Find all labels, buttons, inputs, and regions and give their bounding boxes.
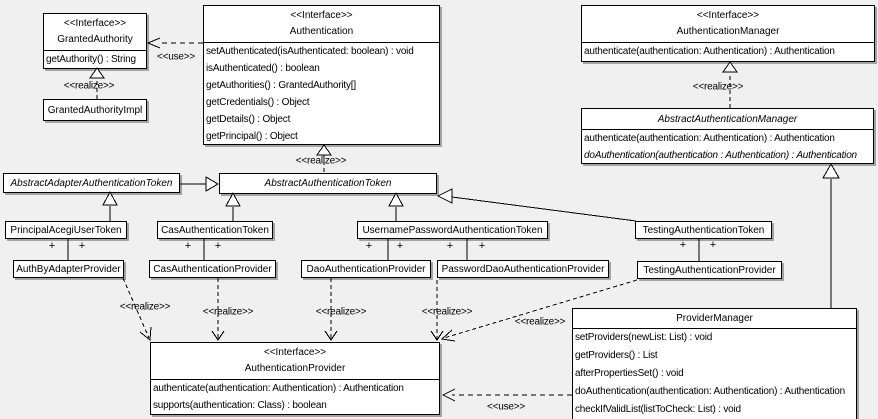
class-name: GrantedAuthorityImpl — [47, 104, 143, 116]
stereotype-label: <<Interface>> — [263, 347, 327, 358]
class-name: AbstractAuthenticationToken — [264, 178, 392, 189]
class-name: CasAuthenticationToken — [161, 224, 269, 236]
class-name: ProviderManager — [676, 313, 753, 324]
association-edges — [67, 239, 700, 261]
class-abstract-authentication-token[interactable]: AbstractAuthenticationToken — [219, 173, 437, 194]
class-title: <<Interface>> AuthenticationManager — [582, 6, 874, 42]
association-end-plus: + — [48, 240, 56, 252]
class-title: <<Interface>> GrantedAuthority — [44, 14, 146, 50]
method: getProviders() : List — [575, 350, 658, 361]
stereotype-label: <<Interface>> — [290, 10, 353, 21]
method: authenticate(authentication: Authenticat… — [584, 133, 835, 144]
use-label: <<use>> — [156, 51, 196, 63]
class-name: AbstractAuthenticationManager — [657, 113, 798, 125]
class-name: CasAuthenticationProvider — [153, 263, 272, 275]
generalize-edge-usernamepasswordtoken — [388, 191, 404, 221]
class-provider-manager[interactable]: ProviderManager setProviders(newList: Li… — [572, 308, 857, 419]
methods-compartment: authenticate(authentication: Authenticat… — [582, 129, 873, 164]
class-dao-authentication-provider[interactable]: DaoAuthenticationProvider — [301, 260, 431, 278]
methods-compartment: getAuthority() : String — [44, 50, 146, 69]
method: supports(authentication: Class) : boolea… — [153, 400, 327, 411]
association-end-plus: + — [78, 240, 86, 252]
stereotype-label: <<Interface>> — [63, 18, 127, 29]
generalize-edge-principalacegiusertoken — [102, 190, 118, 221]
methods-compartment: authenticate(authentication: Authenticat… — [582, 42, 874, 61]
class-name: PasswordDaoAuthenticationProvider — [441, 263, 605, 275]
method: checkIfValidList(listToCheck: List) : vo… — [575, 404, 741, 415]
class-name: AbstractAdapterAuthenticationToken — [10, 177, 173, 189]
class-cas-authentication-token[interactable]: CasAuthenticationToken — [157, 221, 273, 239]
class-name: PrincipalAcegiUserToken — [10, 224, 122, 236]
class-name: GrantedAuthority — [57, 34, 133, 45]
use-edge-authentication-grantedauthority — [146, 37, 203, 49]
realize-label: <<realize>> — [315, 306, 367, 318]
class-name: DaoAuthenticationProvider — [306, 263, 426, 275]
methods-compartment: authenticate(authentication: Authenticat… — [151, 379, 439, 414]
association-end-plus: + — [184, 240, 192, 252]
method: getAuthority() : String — [46, 54, 136, 65]
method: doAuthentication(authentication : Authen… — [584, 150, 857, 161]
association-end-plus: + — [478, 240, 486, 252]
class-authentication[interactable]: <<Interface>> Authentication setAuthenti… — [203, 5, 440, 145]
class-principal-acegi-user-token[interactable]: PrincipalAcegiUserToken — [5, 221, 127, 239]
realize-label: <<realize>> — [295, 155, 347, 167]
realize-label: <<realize>> — [692, 81, 744, 93]
class-username-password-authentication-token[interactable]: UsernamePasswordAuthenticationToken — [357, 221, 548, 239]
class-abstract-authentication-manager[interactable]: AbstractAuthenticationManager authentica… — [581, 108, 874, 164]
realize-label: <<realize>> — [514, 316, 566, 328]
generalize-edge-testingauthenticationtoken — [436, 188, 637, 222]
methods-compartment: setProviders(newList: List) : void getPr… — [573, 328, 856, 419]
method: getDetails() : Object — [206, 114, 291, 125]
methods-compartment: setAuthenticated(isAuthenticated: boolea… — [204, 42, 439, 145]
class-name: AuthenticationManager — [676, 26, 780, 37]
method: afterPropertiesSet() : void — [575, 368, 684, 379]
method: getPrincipal() : Object — [206, 131, 298, 142]
method: setProviders(newList: List) : void — [575, 332, 713, 343]
association-end-plus: + — [365, 240, 373, 252]
class-name: TestingAuthenticationProvider — [643, 264, 776, 276]
method: isAuthenticated() : boolean — [206, 63, 320, 74]
method: authenticate(authentication: Authenticat… — [584, 46, 835, 57]
stereotype-label: <<Interface>> — [696, 10, 760, 21]
association-end-plus: + — [709, 239, 717, 251]
association-end-plus: + — [396, 240, 404, 252]
generalize-edge-casauthenticationtoken — [225, 191, 241, 221]
method: getAuthorities() : GrantedAuthority[] — [206, 80, 356, 91]
class-title: <<Interface>> Authentication — [204, 6, 439, 42]
realize-label: <<realize>> — [63, 80, 115, 92]
generalize-edge-providermanager — [822, 162, 840, 308]
realize-label: <<realize>> — [421, 306, 473, 318]
class-name: AuthenticationProvider — [244, 363, 346, 374]
class-name: TestingAuthenticationToken — [642, 224, 765, 236]
class-name: UsernamePasswordAuthenticationToken — [362, 224, 543, 236]
class-testing-authentication-provider[interactable]: TestingAuthenticationProvider — [637, 261, 782, 279]
class-authentication-manager[interactable]: <<Interface>> AuthenticationManager auth… — [581, 5, 875, 62]
class-abstract-adapter-authentication-token[interactable]: AbstractAdapterAuthenticationToken — [3, 173, 180, 193]
method: doAuthentication(authentication: Authent… — [575, 386, 845, 397]
method: getCredentials() : Object — [206, 97, 310, 108]
method: setAuthenticated(isAuthenticated: boolea… — [206, 46, 414, 57]
association-end-plus: + — [214, 240, 222, 252]
class-authentication-provider[interactable]: <<Interface>> AuthenticationProvider aut… — [150, 342, 440, 415]
class-testing-authentication-token[interactable]: TestingAuthenticationToken — [635, 221, 772, 239]
class-title: <<Interface>> AuthenticationProvider — [151, 343, 439, 379]
use-edge-providermanager — [441, 388, 572, 402]
class-name: AuthByAdapterProvider — [16, 263, 121, 275]
class-cas-authentication-provider[interactable]: CasAuthenticationProvider — [149, 260, 276, 278]
realize-label: <<realize>> — [119, 301, 171, 313]
generalize-edge-abstractadapter — [180, 176, 219, 192]
realize-label: <<realize>> — [202, 306, 254, 318]
class-granted-authority-impl[interactable]: GrantedAuthorityImpl — [43, 99, 147, 121]
use-label: <<use>> — [486, 401, 526, 413]
method: authenticate(authentication: Authenticat… — [153, 383, 404, 394]
class-name: Authentication — [289, 26, 354, 37]
class-granted-authority[interactable]: <<Interface>> GrantedAuthority getAuthor… — [43, 13, 147, 69]
class-auth-by-adapter-provider[interactable]: AuthByAdapterProvider — [13, 260, 124, 278]
association-end-plus: + — [679, 239, 687, 251]
association-end-plus: + — [446, 240, 454, 252]
class-password-dao-authentication-provider[interactable]: PasswordDaoAuthenticationProvider — [437, 260, 609, 278]
